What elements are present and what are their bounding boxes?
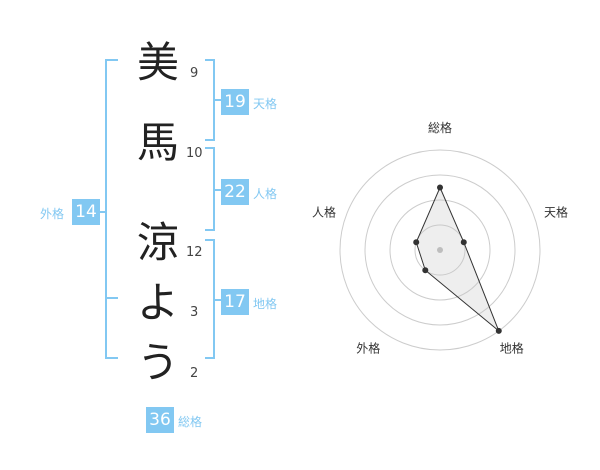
name-char-3: 涼 <box>136 218 179 267</box>
jinkaku-label: 人格 <box>253 187 278 201</box>
radar-axis-label-3: 地格 <box>500 341 524 356</box>
radar-axis-label-5: 人格 <box>312 204 336 219</box>
gaikaku-label: 外格 <box>40 207 65 221</box>
stroke-count-1: 9 <box>190 66 199 81</box>
radar-axis-label-4: 外格 <box>356 341 380 356</box>
stroke-count-2: 10 <box>186 146 203 161</box>
radar-axis-label-1: 総格 <box>428 120 452 135</box>
soukaku-value: 36 <box>146 407 174 433</box>
name-char-5: う <box>136 338 179 387</box>
stroke-count-5: 2 <box>190 366 199 381</box>
radar-ring-1 <box>414 224 466 276</box>
radar-point-2 <box>460 239 467 246</box>
soukaku-label: 総格 <box>178 415 203 429</box>
radar-point-5 <box>413 239 420 246</box>
radar-point-3 <box>495 327 502 334</box>
jinkaku-value: 22 <box>221 179 249 205</box>
gaikaku-value: 14 <box>72 199 100 225</box>
name-char-2: 馬 <box>136 118 179 167</box>
radar-ring-4 <box>339 149 541 351</box>
gaikaku-bracket <box>105 59 118 359</box>
radar-point-1 <box>437 184 443 191</box>
tenkaku-label: 天格 <box>253 97 278 111</box>
stroke-count-4: 3 <box>190 305 199 320</box>
name-char-1: 美 <box>136 38 179 87</box>
radar-polygon <box>415 186 500 332</box>
radar-center <box>437 247 443 253</box>
radar-ring-3 <box>364 174 516 326</box>
stroke-count-3: 12 <box>186 245 203 260</box>
chikaku-value: 17 <box>221 289 249 315</box>
radar-axis-label-2: 天格 <box>544 204 568 219</box>
name-char-4: よ <box>136 278 179 327</box>
tenkaku-value: 19 <box>221 89 249 115</box>
radar-ring-2 <box>389 199 491 301</box>
chikaku-label: 地格 <box>253 297 278 311</box>
radar-point-4 <box>422 267 429 274</box>
